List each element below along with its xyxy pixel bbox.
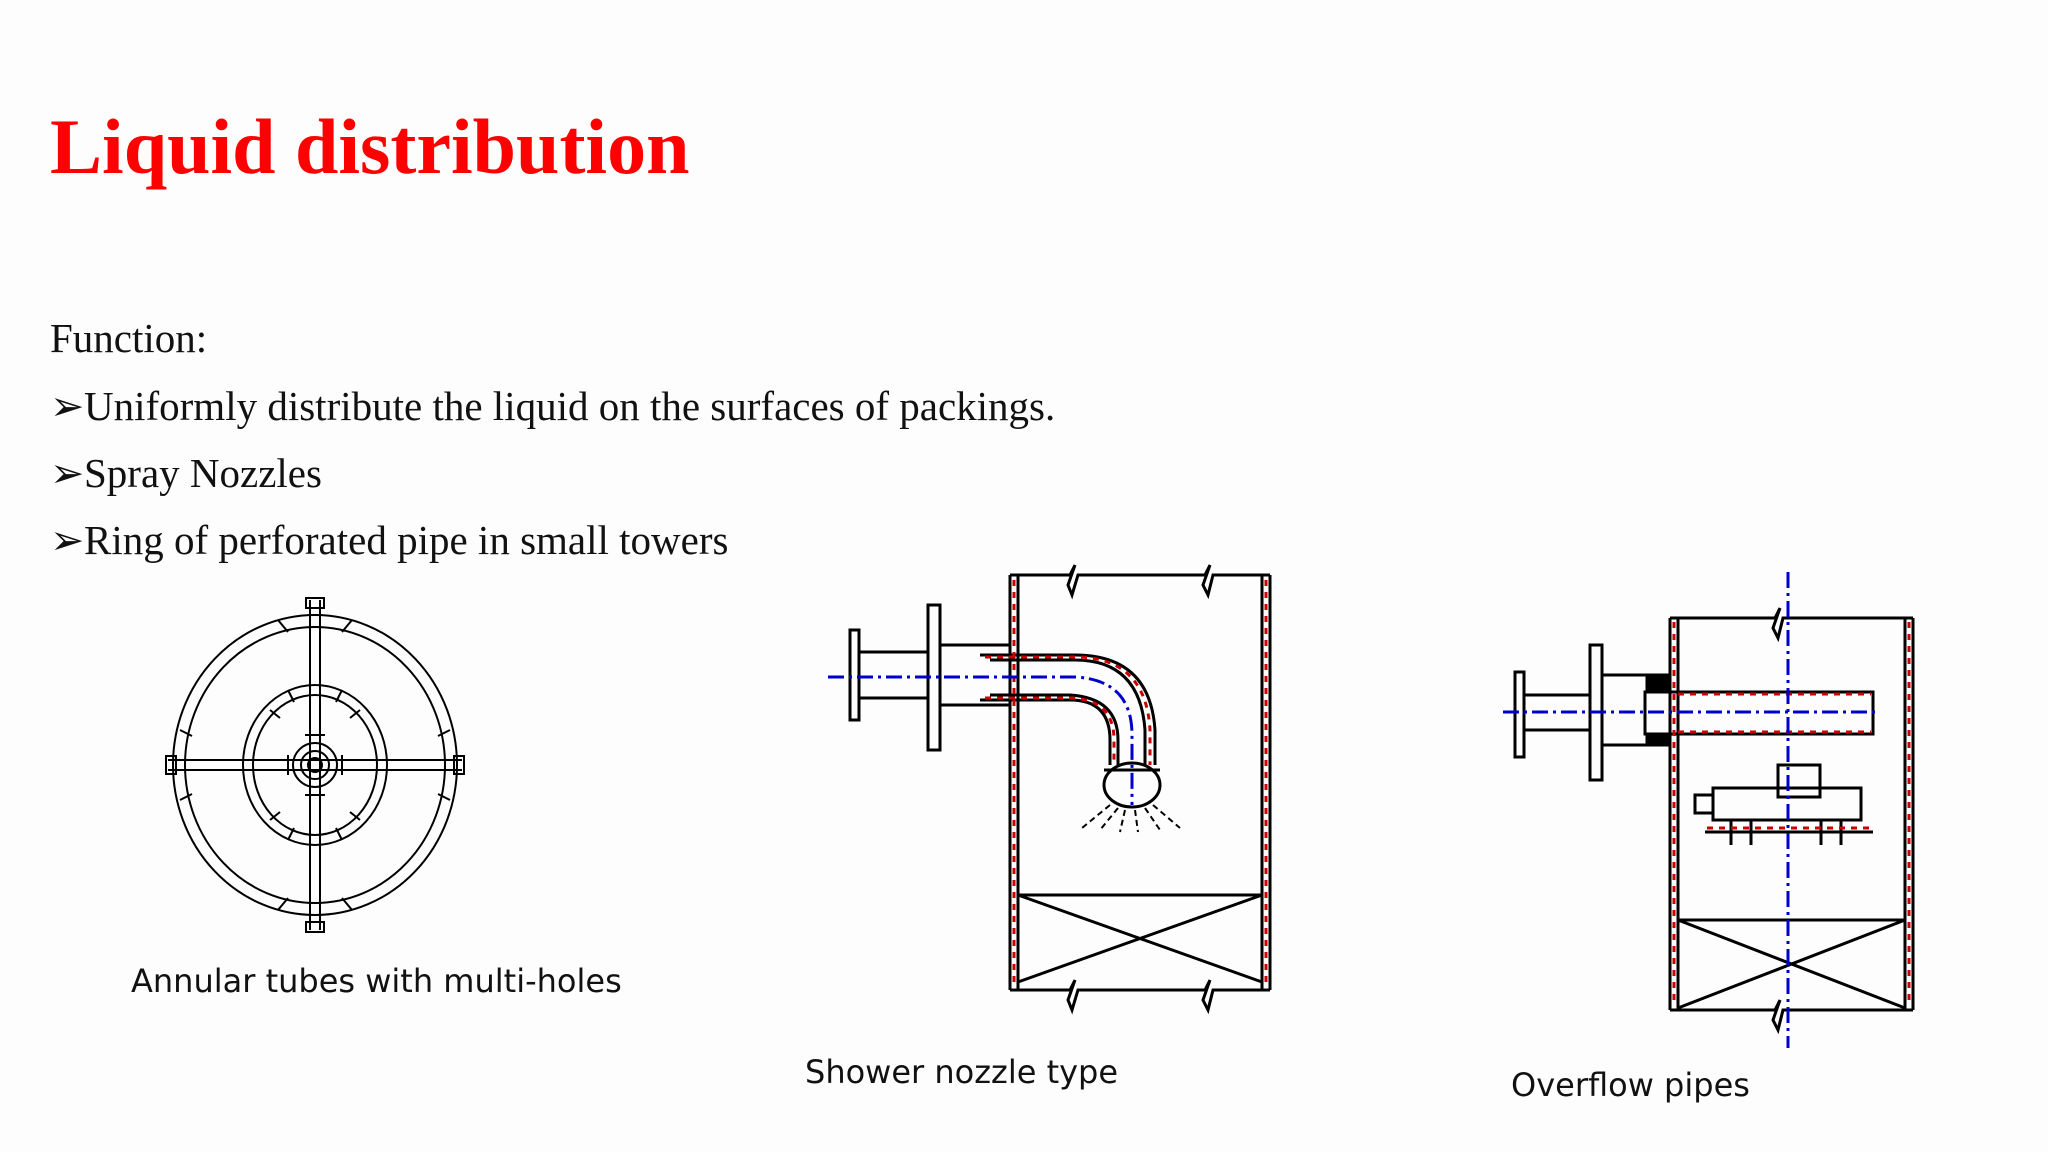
bullet-text: Spray Nozzles	[84, 450, 322, 496]
shower-nozzle-diagram	[828, 564, 1272, 1015]
bullet-text: Uniformly distribute the liquid on the s…	[84, 383, 1056, 429]
bullet-item: ➢Ring of perforated pipe in small towers	[50, 520, 728, 561]
figure-caption: Shower nozzle type	[805, 1053, 1119, 1091]
arrow-bullet-icon: ➢	[50, 450, 85, 496]
arrow-bullet-icon: ➢	[50, 383, 85, 429]
figure-caption: Annular tubes with multi-holes	[131, 962, 622, 1000]
arrow-bullet-icon: ➢	[50, 517, 85, 563]
slide-title: Liquid distribution	[50, 103, 690, 190]
bullet-item: ➢Uniformly distribute the liquid on the …	[50, 386, 1055, 427]
bullet-item: ➢Spray Nozzles	[50, 453, 322, 494]
overflow-pipes-diagram	[1503, 572, 1915, 1048]
annular-tube-distributor-diagram	[165, 597, 465, 933]
function-heading: Function:	[50, 315, 208, 361]
figure-caption: Overflow pipes	[1511, 1066, 1750, 1104]
bullet-text: Ring of perforated pipe in small towers	[84, 517, 729, 563]
